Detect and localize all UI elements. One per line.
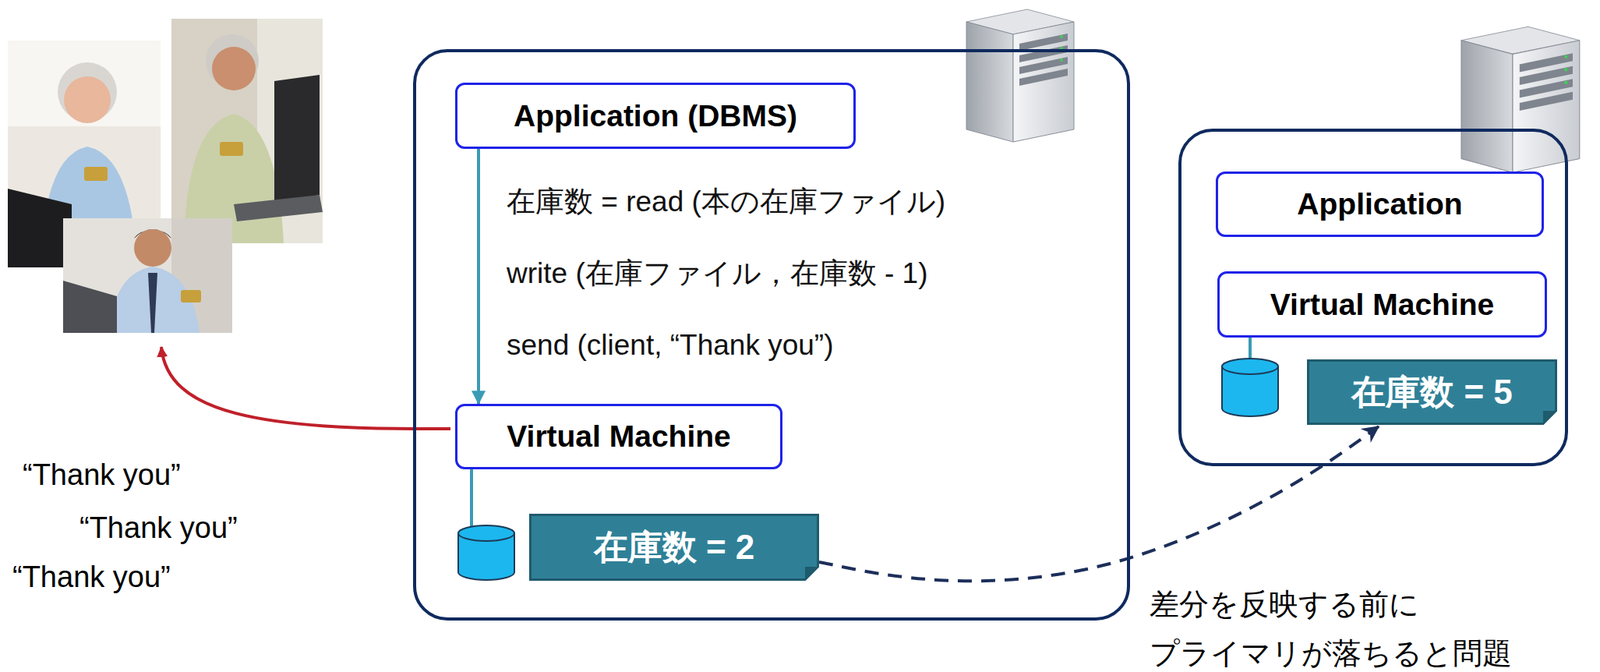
call-arrow bbox=[476, 148, 481, 404]
tag-fold bbox=[1543, 410, 1557, 424]
box-label: Application (DBMS) bbox=[513, 98, 798, 134]
replication-arrow bbox=[819, 426, 1379, 581]
box-label: 在庫数 = 5 bbox=[1351, 369, 1513, 416]
server-frame: 在庫数 = read (本の在庫ファイル) write (在庫ファイル，在庫数 -… bbox=[413, 49, 1131, 621]
tag-body bbox=[530, 515, 819, 580]
box-label: 在庫数 = 2 bbox=[593, 524, 756, 571]
disk-symbol bbox=[458, 466, 515, 580]
server-frame: ApplicationVirtual Machine 在庫数 = 5 bbox=[1178, 128, 1569, 467]
value-tag: 在庫数 = 5 bbox=[1306, 359, 1558, 425]
code-line: write (在庫ファイル，在庫数 - 1) bbox=[506, 256, 929, 291]
customer-photo bbox=[171, 18, 323, 244]
value-tag: 在庫数 = 2 bbox=[529, 513, 820, 581]
process-box: Application bbox=[1215, 171, 1544, 237]
tag-body bbox=[1308, 360, 1557, 424]
tag-fold bbox=[805, 566, 819, 580]
process-box: Virtual Machine bbox=[455, 403, 783, 470]
box-label: Application bbox=[1296, 187, 1463, 222]
note-text: 差分を反映する前に プライマリが落ちると問題 bbox=[1149, 579, 1524, 672]
process-box: Application (DBMS) bbox=[455, 82, 856, 149]
box-label: Virtual Machine bbox=[1270, 287, 1495, 322]
server-icon bbox=[966, 9, 1074, 142]
reply-text: “Thank you” bbox=[22, 457, 181, 492]
reply-text: “Thank you” bbox=[12, 559, 171, 594]
code-line: 在庫数 = read (本の在庫ファイル) bbox=[506, 184, 946, 219]
response-arrow bbox=[161, 346, 451, 429]
reply-text: “Thank you” bbox=[79, 510, 238, 545]
process-box: Virtual Machine bbox=[1217, 271, 1548, 338]
code-line: send (client, “Thank you”) bbox=[506, 328, 834, 363]
disk-symbol bbox=[1222, 334, 1279, 417]
customer-photo bbox=[63, 218, 233, 333]
box-label: Virtual Machine bbox=[506, 419, 732, 454]
server-icon bbox=[1461, 26, 1580, 173]
